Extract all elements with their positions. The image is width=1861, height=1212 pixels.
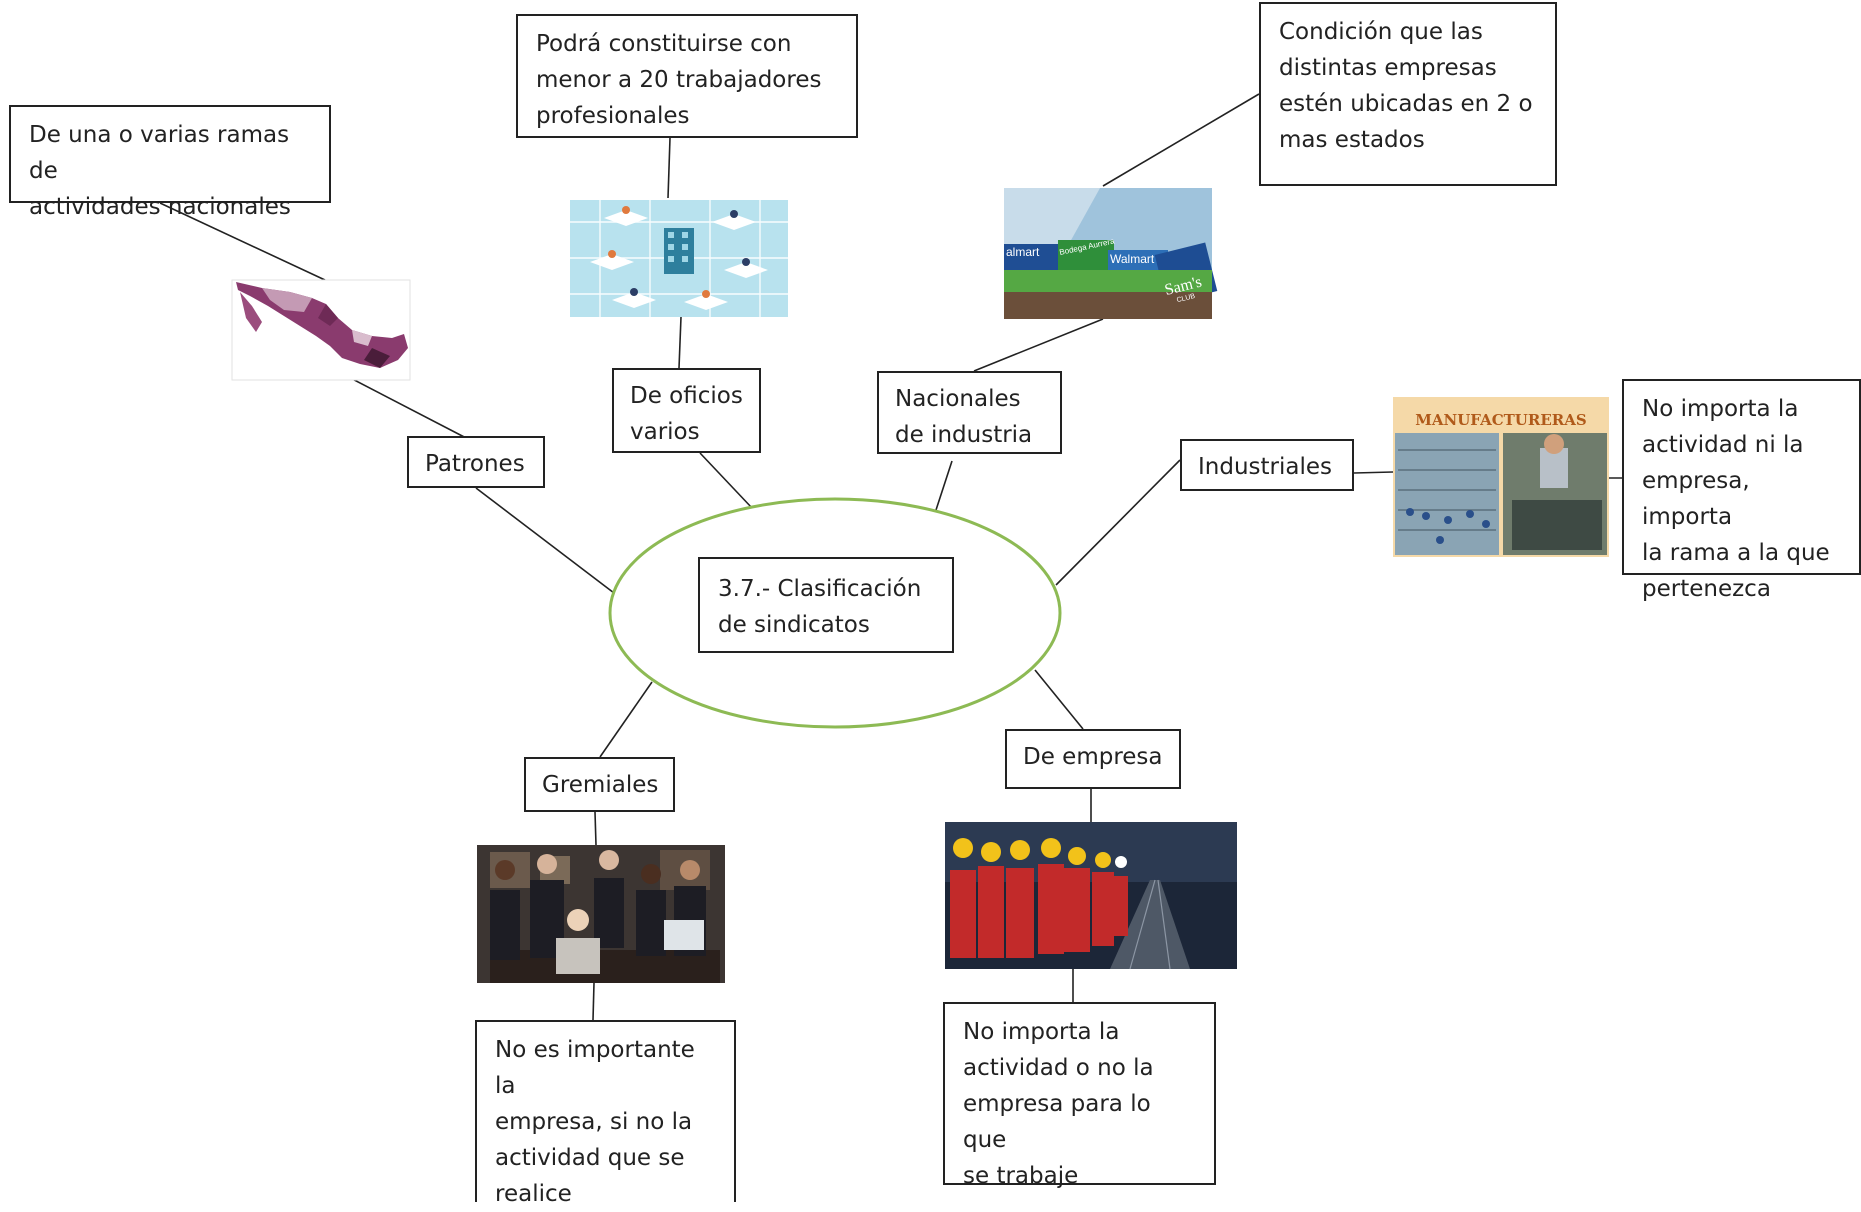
mexico-map-image (231, 279, 411, 381)
walmart-sign-text-1: almart (1006, 245, 1040, 259)
branch-de-empresa: De empresa (1005, 729, 1181, 789)
connector-gremiales-img (594, 811, 597, 846)
connector-patrones-center (475, 487, 615, 594)
office-network-image (570, 200, 788, 317)
connector-nacionales-img (973, 318, 1104, 372)
manufactureras-title: MANUFACTURERAS (1415, 411, 1586, 429)
connector-oficios-img (678, 316, 682, 369)
connector-nacionales-center (935, 460, 953, 511)
walmart-sign-text-2: Walmart (1110, 252, 1155, 266)
sams-sub-text: CLUB (1176, 293, 1196, 304)
center-ellipse (608, 497, 1062, 729)
patrones-description: De una o varias ramas de actividades nac… (9, 105, 331, 220)
branch-industriales: Industriales (1180, 439, 1354, 491)
industriales-description: No importa la actividad ni la empresa, i… (1622, 379, 1861, 602)
branch-nacionales-industria: Nacionales de industria (877, 371, 1062, 454)
business-team-image (477, 845, 725, 983)
connector-empresa-center (1034, 669, 1084, 730)
connector-patrones-desc (159, 202, 326, 281)
walmart-stores-image: almart Bodega Aurrera Walmart Sam's CLUB (1004, 188, 1218, 319)
manufactureras-image: MANUFACTURERAS (1393, 397, 1609, 557)
oficios-description: Podrá constituirse con menor a 20 trabaj… (516, 14, 858, 138)
central-topic: 3.7.- Clasificación de sindicatos (698, 557, 954, 653)
connector-gremiales-center (599, 681, 653, 758)
connector-gremiales-desc (592, 982, 595, 1021)
gremiales-description: No es importante la empresa, si no la ac… (475, 1020, 736, 1207)
connector-patrones-map (334, 369, 471, 441)
connector-oficios-center (699, 452, 753, 509)
factory-workers-image (945, 822, 1237, 970)
connector-industriales-center (1055, 459, 1181, 586)
branch-patrones: Patrones (407, 436, 545, 488)
empresa-description: No importa la actividad o no la empresa … (943, 1002, 1216, 1189)
connector-oficios-desc (667, 137, 671, 199)
nacionales-description: Condición que las distintas empresas est… (1259, 2, 1557, 186)
branch-oficios-varios: De oficios varios (612, 368, 761, 453)
connector-industriales-img (1353, 471, 1394, 474)
branch-gremiales: Gremiales (524, 757, 675, 812)
connector-nacionales-desc (1102, 93, 1260, 187)
